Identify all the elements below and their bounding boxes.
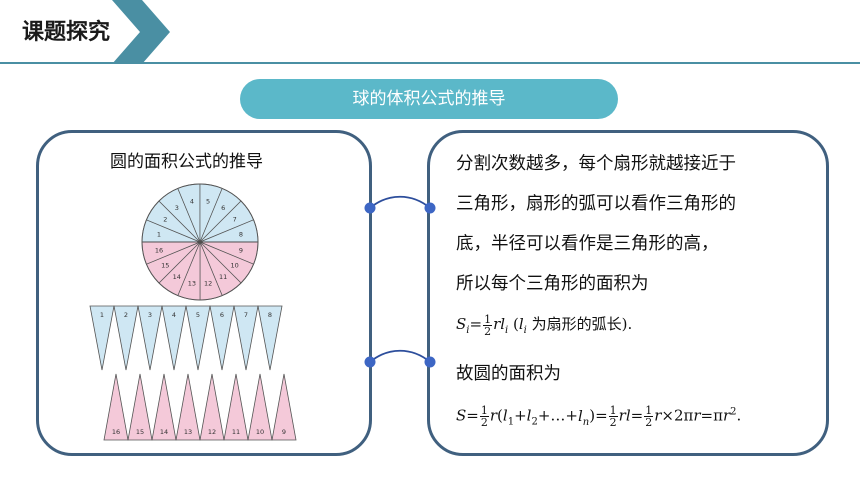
sector-number: 13 — [188, 280, 196, 288]
triangle-number: 6 — [220, 311, 224, 319]
sector-triangle — [161, 305, 187, 371]
sector-triangle — [209, 305, 235, 371]
sector-number: 7 — [233, 215, 237, 223]
sector-number: 5 — [206, 198, 210, 206]
conclusion-text: 故圆的面积为 — [456, 364, 561, 384]
triangle-number: 16 — [112, 428, 120, 436]
triangle-number: 13 — [184, 428, 192, 436]
triangle-number: 1 — [100, 311, 104, 319]
triangle-number: 12 — [208, 428, 216, 436]
triangle-number: 4 — [172, 311, 176, 319]
header-chevron — [0, 0, 170, 64]
sector-number: 14 — [173, 273, 181, 281]
sector-triangle — [223, 373, 249, 441]
circle-outline — [141, 183, 259, 301]
text-line-1: 分割次数越多，每个扇形就越接近于 — [456, 154, 736, 174]
pink-triangle-row: 16 15 14 13 12 11 10 9 — [103, 373, 297, 441]
formula-note: 为扇形的弧长 — [531, 315, 622, 333]
sector-number: 12 — [204, 280, 212, 288]
triangle-number: 15 — [136, 428, 144, 436]
sector-number: 10 — [231, 262, 239, 270]
right-panel — [427, 130, 829, 456]
sector-triangle — [113, 305, 139, 371]
sector-number: 3 — [175, 204, 179, 212]
triangle-number: 10 — [256, 428, 264, 436]
triangle-number: 2 — [124, 311, 128, 319]
panel-connectors — [364, 195, 436, 368]
sector-number: 9 — [239, 247, 243, 255]
sector-triangle — [185, 305, 211, 371]
left-panel-title: 圆的面积公式的推导 — [110, 152, 263, 172]
sector-number: 8 — [239, 230, 243, 238]
section-title: 球的体积公式的推导 — [240, 79, 618, 119]
sector-triangle — [233, 305, 259, 371]
sector-triangle — [247, 373, 273, 441]
sector-triangle — [175, 373, 201, 441]
sector-triangle — [271, 373, 297, 441]
triangle-number: 7 — [244, 311, 248, 319]
blue-triangle-row: 1 2 3 4 5 6 7 8 — [89, 305, 283, 371]
sector-triangle — [127, 373, 153, 441]
text-line-4: 所以每个三角形的面积为 — [456, 274, 649, 294]
triangle-number: 8 — [268, 311, 272, 319]
sector-number: 2 — [163, 215, 167, 223]
sector-number: 11 — [219, 273, 227, 281]
sector-number: 1 — [157, 230, 161, 238]
sector-number: 16 — [155, 247, 163, 255]
sector-triangle — [137, 305, 163, 371]
text-line-3: 底，半径可以看作是三角形的高， — [456, 234, 719, 254]
sector-number: 4 — [190, 198, 194, 206]
triangle-number: 5 — [196, 311, 200, 319]
sector-number: 6 — [221, 204, 225, 212]
sector-number: 15 — [161, 262, 169, 270]
sector-triangle — [151, 373, 177, 441]
sector-triangle — [103, 373, 129, 441]
triangle-number: 9 — [282, 428, 286, 436]
triangle-number: 14 — [160, 428, 168, 436]
triangle-number: 3 — [148, 311, 152, 319]
text-line-2: 三角形，扇形的弧可以看作三角形的 — [456, 194, 736, 214]
sector-triangle — [257, 305, 283, 371]
sector-triangle — [199, 373, 225, 441]
triangle-number: 11 — [232, 428, 240, 436]
header-title: 课题探究 — [22, 20, 111, 45]
header-divider — [0, 62, 860, 64]
sector-triangle — [89, 305, 115, 371]
